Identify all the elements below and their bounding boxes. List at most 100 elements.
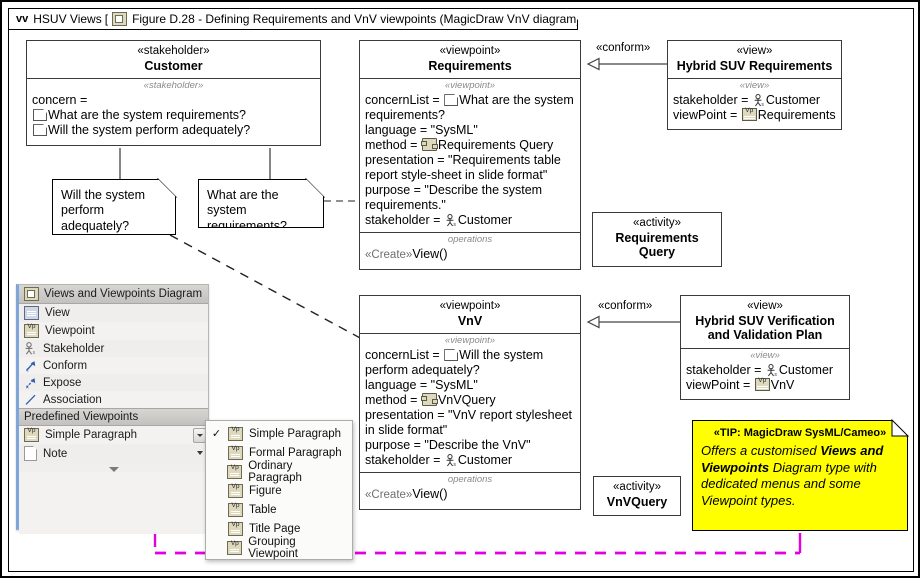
requirements-method: method = Requirements Query <box>365 138 554 153</box>
svg-text:s: s <box>33 350 36 355</box>
viewpoint-icon <box>227 540 243 555</box>
association-icon <box>24 393 37 406</box>
vnv-viewpoint-box[interactable]: «viewpoint» VnV «viewpoint» concernList … <box>359 295 581 510</box>
dropdown-item-label: Formal Paragraph <box>249 446 342 459</box>
note-what-are-requirements-text: What are the system requirements? <box>207 188 287 233</box>
customer-name: Customer <box>144 58 203 73</box>
dropdown-item-ordinary-paragraph[interactable]: Ordinary Paragraph <box>206 459 352 484</box>
palette-item-conform-label: Conform <box>43 359 88 372</box>
palette-item-stakeholder[interactable]: s Stakeholder <box>19 340 208 357</box>
vnv-method: method = VnVQuery <box>365 393 496 408</box>
tip-note[interactable]: «TIP: MagicDraw SysML/Cameo» Offers a cu… <box>692 420 908 531</box>
note-what-are-requirements[interactable]: What are the system requirements? <box>198 179 324 228</box>
requirements-query-stereotype: «activity» <box>633 217 681 229</box>
frame-bracket: [ <box>104 12 109 26</box>
svg-text:s: s <box>453 222 456 227</box>
conform-label-top: «conform» <box>594 42 653 54</box>
palette-item-view[interactable]: View <box>19 304 208 322</box>
svg-text:s: s <box>761 102 764 107</box>
viewpoint-icon <box>741 107 757 122</box>
palette-item-conform[interactable]: c Conform <box>19 357 208 374</box>
requirements-query-activity-box[interactable]: «activity» Requirements Query <box>592 212 722 268</box>
hsuv-req-view-compartment-label: «view» <box>739 80 770 92</box>
requirement-icon <box>33 124 47 137</box>
viewpoint-icon <box>228 502 243 517</box>
requirements-viewpoint-stereotype: «viewpoint» <box>439 45 501 57</box>
palette-group2-title: Predefined Viewpoints <box>24 411 139 423</box>
dropdown-item-table[interactable]: Table <box>206 500 352 519</box>
requirement-icon <box>444 349 459 362</box>
note-will-system-perform[interactable]: Will the system perform adequately? <box>52 179 176 235</box>
palette-group-predefined-viewpoints[interactable]: Predefined Viewpoints <box>19 408 208 426</box>
tip-line3: type with dedicated menus <box>701 459 877 492</box>
requirements-operations: operations «Create»View() <box>360 233 580 269</box>
svg-text:s: s <box>453 462 456 467</box>
dropdown-item-label: Figure <box>249 484 282 497</box>
dropdown-item-grouping-viewpoint[interactable]: Grouping Viewpoint <box>206 536 352 560</box>
requirements-concernlist: concernList = What are the system requir… <box>365 93 574 123</box>
view-icon <box>24 306 39 320</box>
requirement-icon <box>444 94 459 107</box>
dropdown-item-label: Ordinary Paragraph <box>248 459 302 484</box>
hsuv-vnv-view-name: Hybrid SUV Verification and Validation P… <box>695 313 835 343</box>
hybrid-suv-vnv-plan-view-box[interactable]: «view» Hybrid SUV Verification and Valid… <box>680 295 850 400</box>
palette-item-note[interactable]: Note <box>19 444 208 463</box>
customer-properties: «stakeholder» concern = What are the sys… <box>27 79 320 145</box>
dropdown-item-title-page[interactable]: Title Page <box>206 519 352 538</box>
customer-concern-key: concern = <box>32 93 88 108</box>
requirements-viewpoint-box[interactable]: «viewpoint» Requirements «viewpoint» con… <box>359 40 581 270</box>
frame-name-label: HSUV Views <box>33 12 102 26</box>
palette-expand-caret-icon[interactable] <box>108 467 119 472</box>
requirements-language: language = "SysML" <box>365 123 478 138</box>
requirements-compartment-label: «viewpoint» <box>444 80 496 92</box>
requirements-purpose: purpose = "Describe the system requireme… <box>365 183 543 213</box>
dropdown-item-formal-paragraph[interactable]: Formal Paragraph <box>206 443 352 462</box>
tip-line1-pre: Offers a customised <box>701 443 821 458</box>
dropdown-item-simple-paragraph[interactable]: ✓ Simple Paragraph <box>206 424 352 443</box>
diagram-frame-header: vv HSUV Views [ Figure D.28 - Defining R… <box>8 8 578 30</box>
customer-header: «stakeholder» Customer <box>27 41 320 80</box>
customer-stakeholder-box[interactable]: «stakeholder» Customer «stakeholder» con… <box>26 40 321 147</box>
palette-item-association[interactable]: Association <box>19 391 208 408</box>
palette-item-viewpoint[interactable]: Viewpoint <box>19 322 208 340</box>
note-dropdown-caret-icon[interactable] <box>197 451 203 455</box>
hsuv-vnv-view-compartment-label: «view» <box>750 350 780 362</box>
hsuv-req-view-viewpoint: viewPoint = Requirements <box>671 107 838 123</box>
palette-item-association-label: Association <box>43 393 102 406</box>
simple-paragraph-dropdown-button[interactable] <box>193 428 206 443</box>
stakeholder-icon: s <box>766 363 778 378</box>
customer-stereotype: «stakeholder» <box>137 45 210 57</box>
customer-concern-2: Will the system perform adequately? <box>30 123 317 138</box>
stakeholder-icon: s <box>445 214 457 228</box>
vnv-concernlist: concernList = Will the system perform ad… <box>365 348 544 378</box>
hybrid-suv-requirements-view-box[interactable]: «view» Hybrid SUV Requirements «view» st… <box>667 40 842 131</box>
requirements-operation-create-view: «Create»View() <box>365 246 448 261</box>
requirements-viewpoint-name: Requirements <box>428 58 512 73</box>
tip-note-header: «TIP: MagicDraw SysML/Cameo» <box>713 427 887 439</box>
tip-line1-bold: Views <box>820 443 857 458</box>
predefined-viewpoints-dropdown-menu[interactable]: ✓ Simple Paragraph Formal Paragraph Ordi… <box>205 420 353 560</box>
vnvquery-stereotype: «activity» <box>613 481 661 493</box>
vnvquery-activity-box[interactable]: «activity» VnVQuery <box>593 476 681 517</box>
palette-item-simple-paragraph[interactable]: Simple Paragraph <box>19 426 208 444</box>
note-will-system-perform-text: Will the system perform adequately? <box>61 188 146 233</box>
dropdown-item-figure[interactable]: Figure <box>206 481 352 500</box>
requirements-query-name: Requirements Query <box>615 230 699 260</box>
palette-item-viewpoint-label: Viewpoint <box>45 325 95 337</box>
vnv-operation-create-view: «Create»View() <box>365 486 448 501</box>
activity-icon <box>420 138 438 152</box>
palette-group-views-and-viewpoints[interactable]: Views and Viewpoints Diagram <box>19 285 208 304</box>
vnv-purpose: purpose = "Describe the VnV" <box>365 438 531 453</box>
palette-item-note-label: Note <box>43 447 68 460</box>
customer-concern-1: What are the system requirements? <box>30 108 317 123</box>
stakeholder-icon: s <box>445 454 457 468</box>
views-and-viewpoints-palette[interactable]: Views and Viewpoints Diagram View Viewpo… <box>16 284 209 534</box>
note-icon <box>24 446 37 461</box>
palette-item-expose[interactable]: x Expose <box>19 374 208 391</box>
requirements-viewpoint-header: «viewpoint» Requirements <box>360 41 580 80</box>
